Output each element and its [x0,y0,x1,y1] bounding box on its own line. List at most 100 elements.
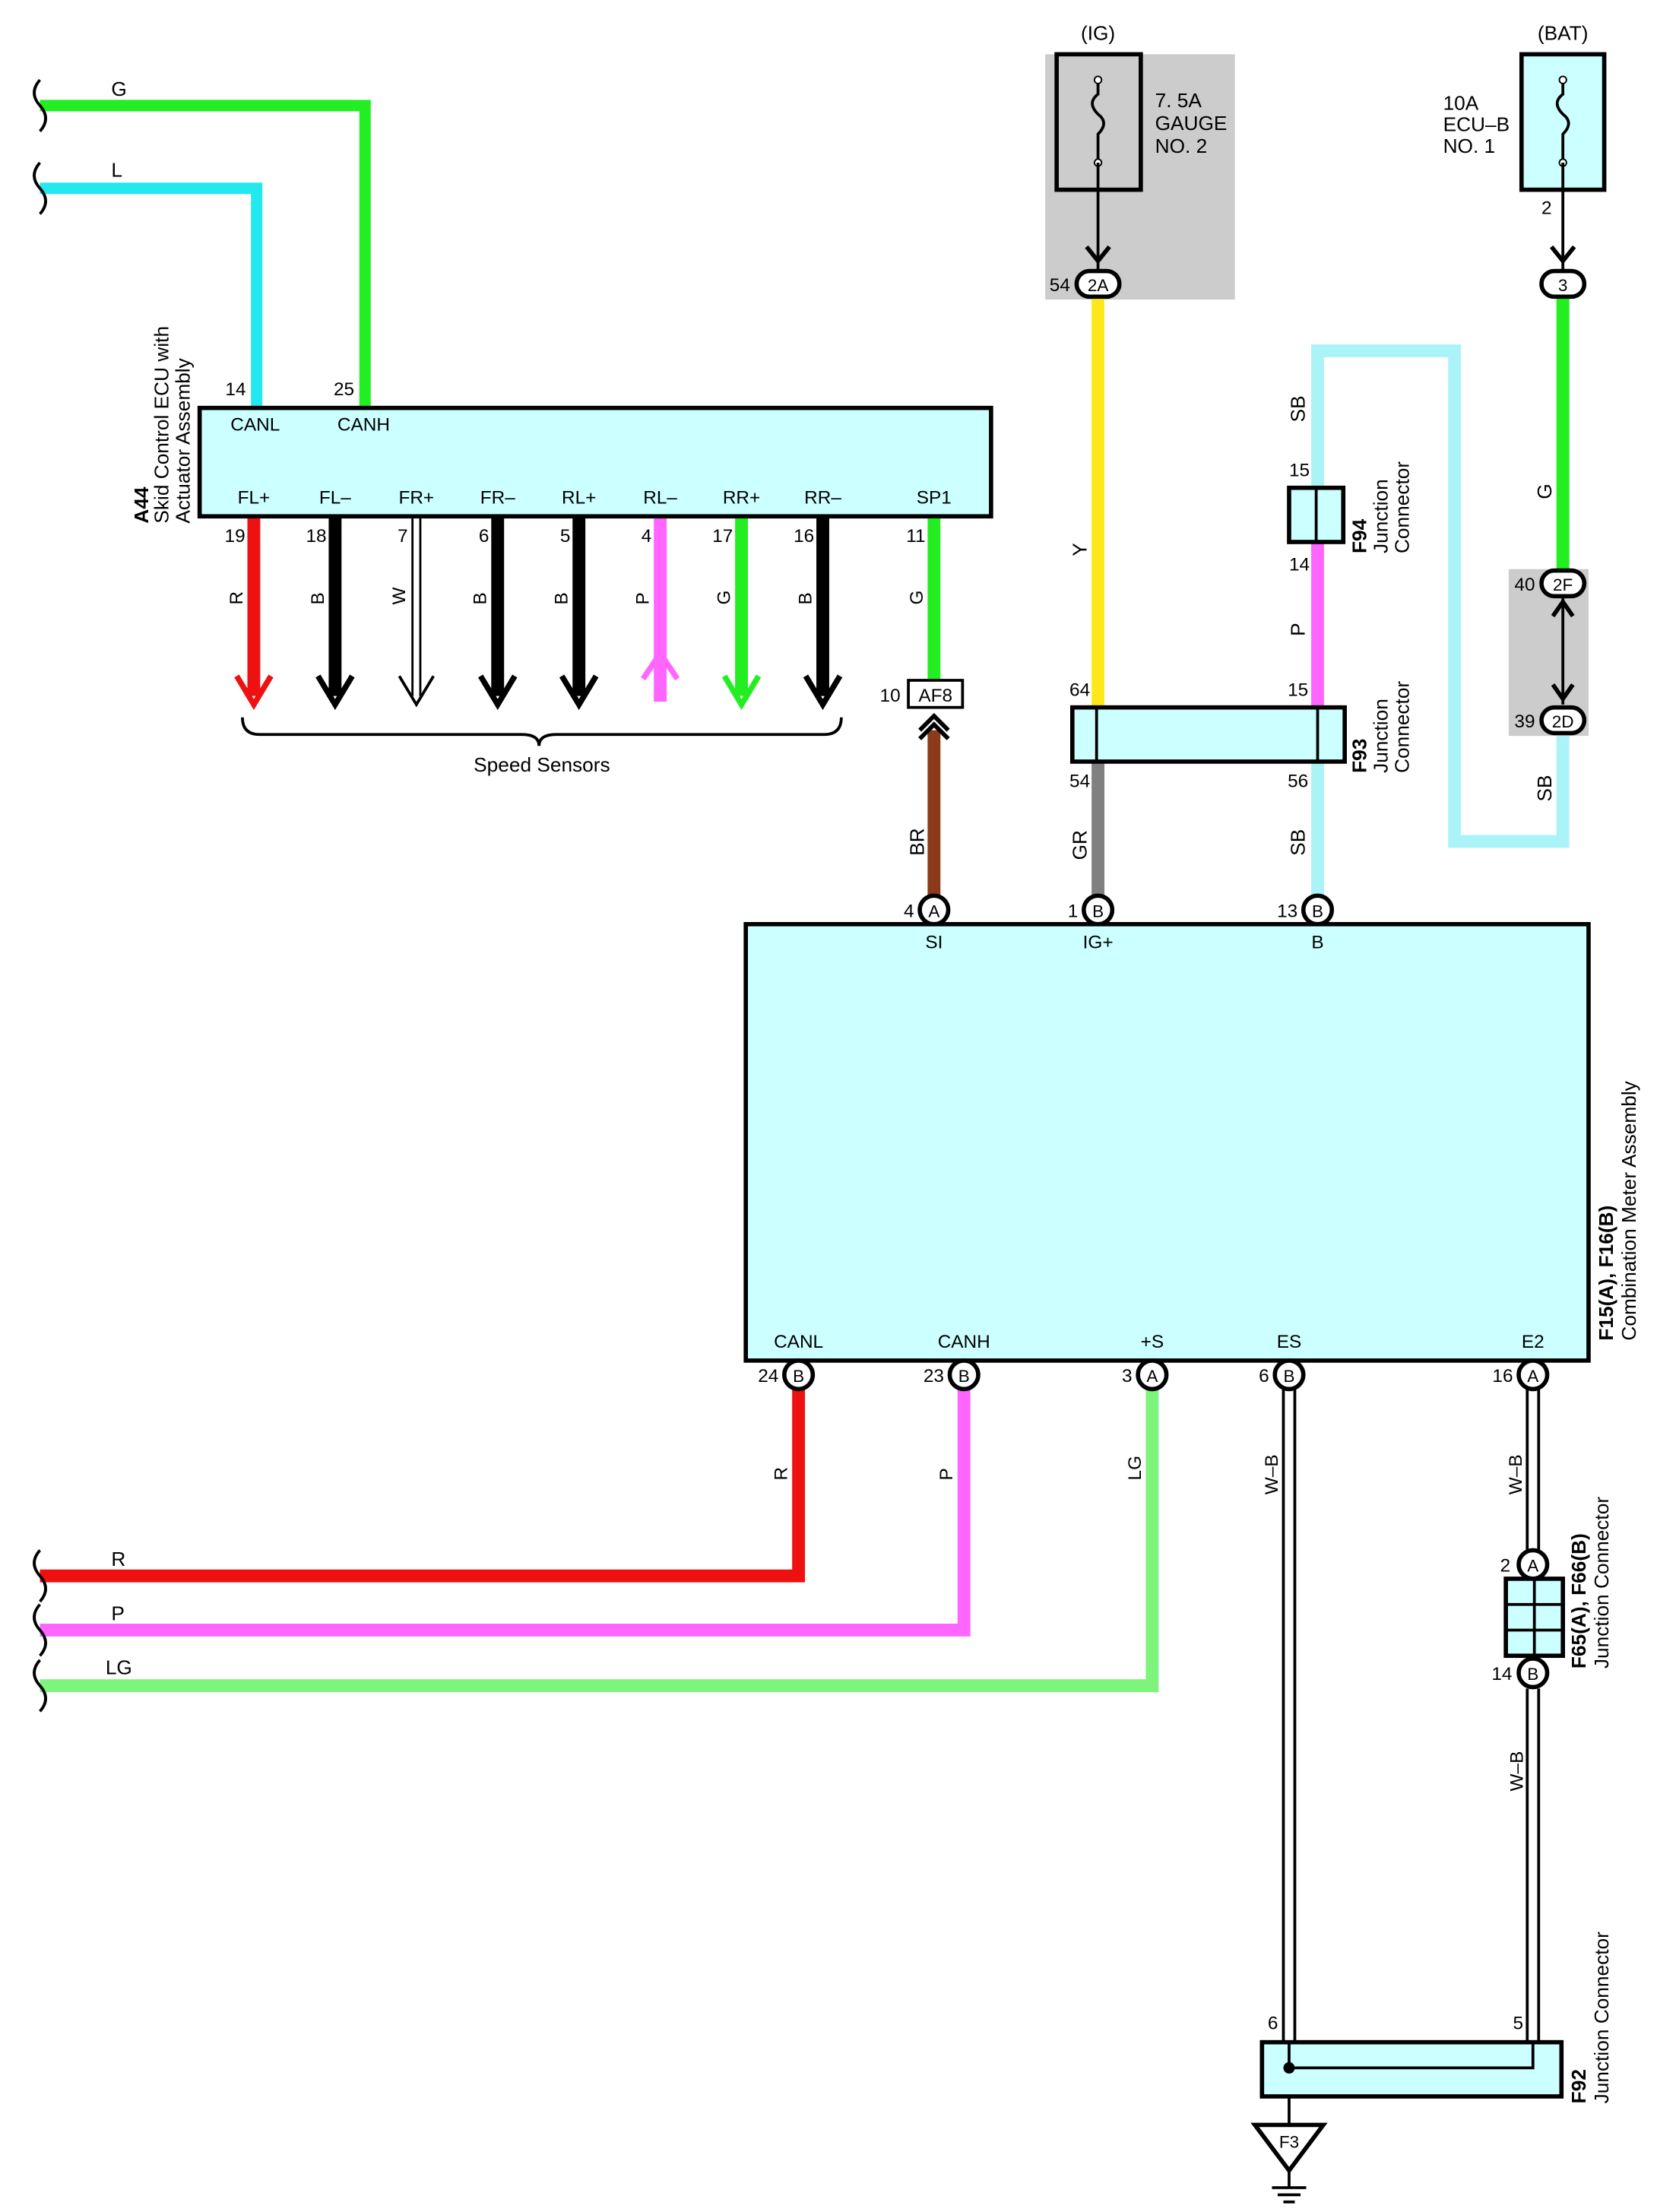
wire-wb-e2[interactable] [1526,1386,1541,2049]
meter-pin-conn: B [1092,902,1104,921]
connector-2f-label: 2F [1553,575,1573,594]
meter-bottom-pin-num: 23 [924,1366,944,1386]
skid-top-pin-name: CANL [230,415,280,436]
meter-bottom-pin-name: ES [1277,1332,1302,1352]
connector-2d[interactable]: 2D [1539,705,1587,736]
meter-bottom-pin-num: 6 [1259,1366,1269,1386]
wire-wb-es[interactable] [1282,1386,1297,2049]
gauge-fuse-rating: 7. 5A [1155,89,1202,112]
meter-bottom-pin-name: CANH [938,1332,990,1352]
wire-label-y: Y [1069,543,1091,556]
wire-sb-loop[interactable] [1311,344,1570,848]
gauge-fuse-icon [1091,82,1105,160]
break-mark-p [33,1603,47,1657]
meter-pin-conn: B [1312,902,1323,921]
combination-meter-assembly[interactable] [743,921,1591,1363]
meter-bottom-pin-num: 3 [1122,1366,1133,1386]
f93-junction-connector[interactable] [1069,705,1347,764]
meter-pin-terminal[interactable]: B [1301,893,1335,927]
connector-2f[interactable]: 2F [1539,568,1587,599]
skid-bottom-pin-name: SP1 [917,487,952,508]
skid-bottom-pin-num: 11 [906,526,925,547]
skid-top-pin-name: CANH [337,415,390,436]
meter-pin-conn: A [1146,1367,1158,1386]
wire-label-gr: GR [1069,830,1091,860]
f65-pin-bottom: 14 [1491,1664,1512,1684]
meter-code: F15(A), F16(B) [1595,1206,1617,1341]
skid-bottom-pin-name: RR– [804,487,841,508]
f65-f66-pin-a[interactable]: A [1516,1548,1550,1581]
f93-code: F93 [1348,739,1370,773]
meter-top-pin-name: B [1311,933,1323,953]
skid-wire-color-label: G [714,591,735,605]
af8-connector[interactable] [907,679,965,709]
f94-pin-top: 15 [1289,461,1310,481]
skid-top-pin-num: 25 [334,379,354,400]
f93-pin-56: 56 [1288,772,1308,792]
meter-pin-terminal[interactable]: B [947,1358,981,1392]
wire-label-g-bat: G [1533,483,1556,499]
connector-3-label: 3 [1558,276,1568,295]
wire-label-p-f94: P [1287,623,1310,636]
connector-2d-pin: 39 [1514,711,1535,732]
meter-bottom-pin-num: 16 [1492,1366,1513,1386]
meter-pin-terminal[interactable]: A [1516,1358,1550,1392]
connector-3[interactable]: 3 [1539,268,1587,299]
wire-label-l: L [111,159,122,182]
f94-code: F94 [1348,518,1370,553]
f65-f66-pin-b[interactable]: B [1516,1656,1550,1690]
ecub-fuse-rating: 10A [1443,92,1479,115]
meter-pin-conn: B [793,1367,804,1386]
f94-name-2: Connector [1391,461,1414,553]
skid-wire-color-label: B [308,592,328,604]
skid-bottom-pin-num: 6 [479,526,489,547]
connector-mating-icon [1551,597,1575,703]
meter-pin-terminal[interactable]: A [1136,1358,1169,1392]
wire-label-sb-lower: SB [1287,829,1310,856]
meter-pin-conn: B [1283,1367,1294,1386]
break-mark-l [33,161,47,215]
gauge-fuse-number: NO. 2 [1155,135,1208,157]
f65-name: Junction Connector [1590,1497,1613,1669]
wire-label-p: P [111,1602,125,1624]
skid-wire-color-label: P [633,592,654,604]
meter-bottom-pin-name: +S [1141,1332,1164,1352]
f92-name: Junction Connector [1590,1932,1613,2103]
f93-pin-64: 64 [1069,680,1090,701]
wire-g-canh[interactable] [40,100,371,408]
skid-bottom-pin-name: FR+ [398,487,434,508]
meter-pin-terminal[interactable]: B [1272,1358,1306,1392]
meter-wire-color-label: LG [1125,1456,1145,1481]
skid-bottom-pin-name: RL– [643,487,677,508]
connector-2a[interactable]: 2A [1074,268,1122,299]
skid-control-ecu[interactable] [197,405,993,519]
skid-bottom-pin-num: 5 [560,526,571,547]
wire-p-canh[interactable] [40,1386,971,1637]
break-mark-lg [33,1659,47,1713]
meter-wire-color-label: W–B [1506,1454,1526,1494]
ground-icon[interactable] [1250,2122,1328,2175]
break-mark-r [33,1549,47,1603]
skid-bottom-pin-name: RL+ [562,487,596,508]
wire-r-canl[interactable] [40,1386,806,1583]
break-mark-g [33,78,47,132]
meter-top-pin-num: 4 [904,901,914,921]
skid-wire-color-label: R [227,591,247,605]
f65-pin-top: 2 [1500,1556,1511,1577]
meter-top-pin-num: 1 [1068,901,1079,921]
f93-name-1: Junction [1369,699,1392,773]
wire-lg-speed[interactable] [40,1386,1159,1693]
wire-l-canl[interactable] [40,182,263,408]
af8-label: AF8 [918,686,952,706]
af8-arrow-icon [918,712,950,740]
skid-bottom-pin-name: FR– [480,487,515,508]
connector-3-arrow-icon [1549,245,1576,265]
meter-top-pin-name: IG+ [1083,933,1114,953]
meter-pin-terminal[interactable]: B [782,1358,816,1392]
meter-pin-terminal[interactable]: A [917,893,951,927]
f94-name-1: Junction [1369,479,1392,553]
ig-label: (IG) [1081,22,1115,45]
wire-label-g: G [111,78,126,100]
meter-pin-terminal[interactable]: B [1082,893,1115,927]
ecub-fuse-pin: 2 [1541,198,1552,219]
